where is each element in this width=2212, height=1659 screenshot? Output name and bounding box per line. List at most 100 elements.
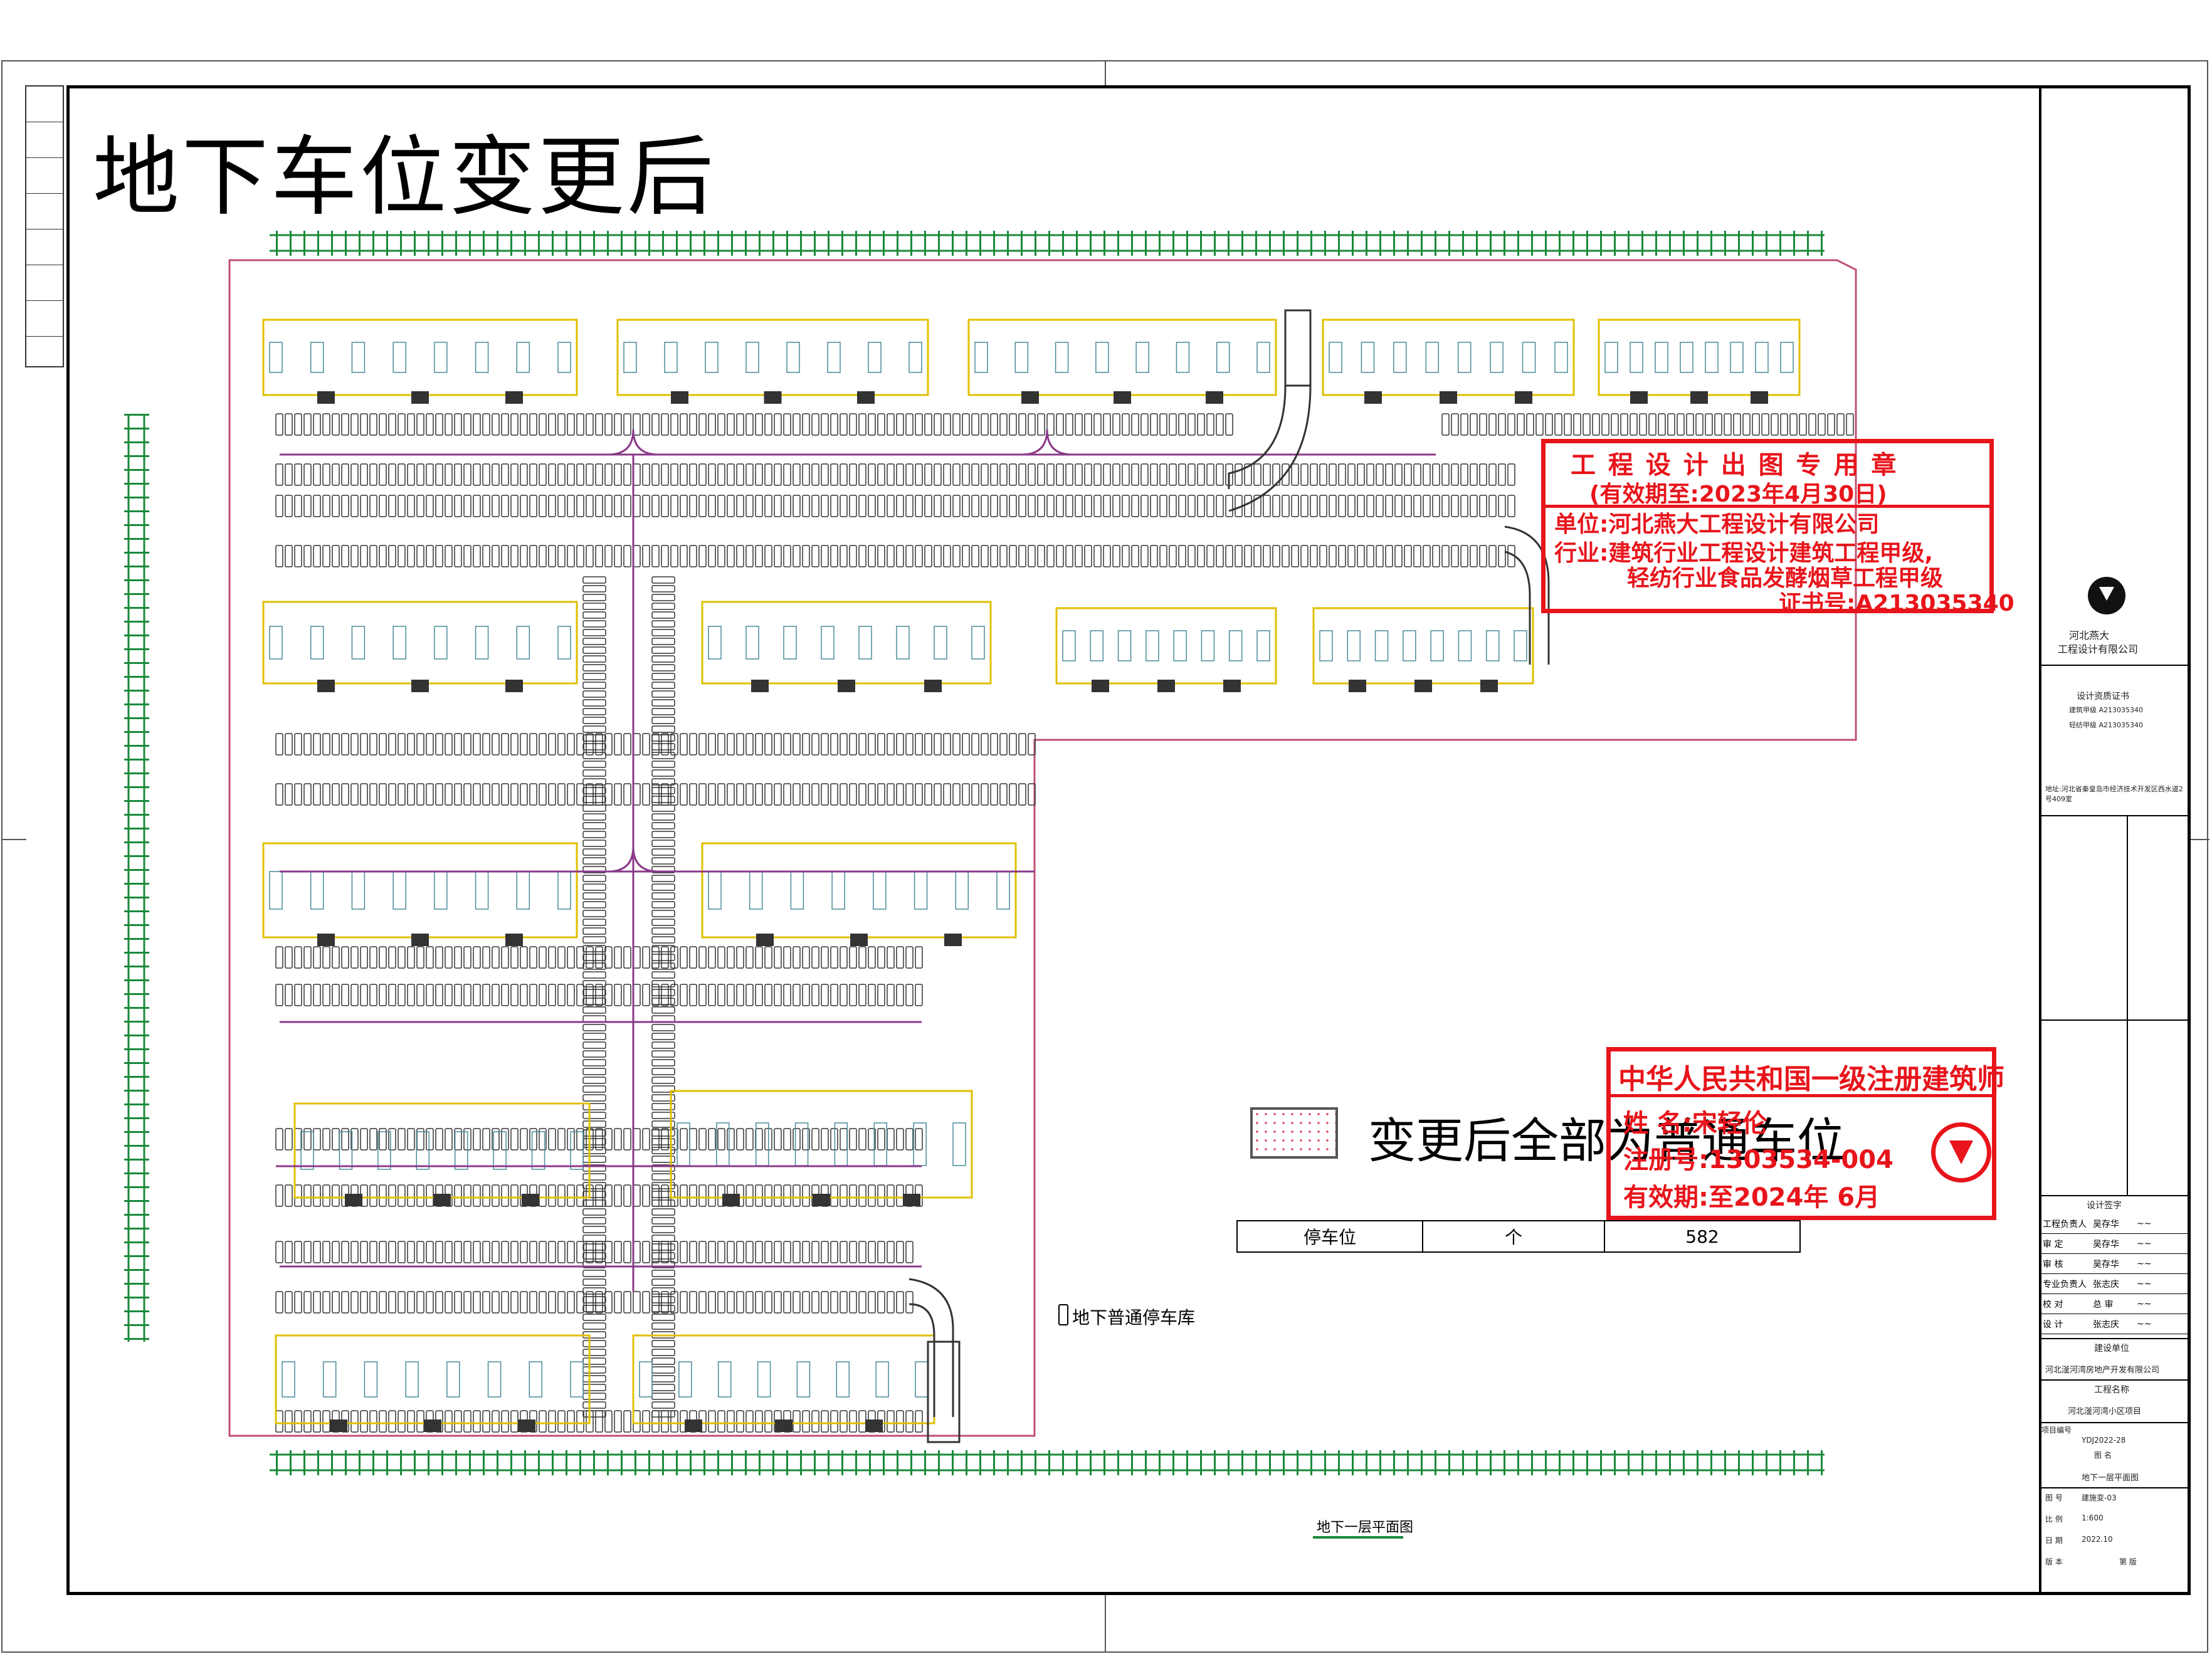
parking-space: [680, 783, 688, 806]
parking-space: [501, 1128, 509, 1151]
parking-space: [1573, 413, 1581, 436]
parking-space: [350, 495, 359, 517]
dimension-tick: [124, 690, 149, 692]
dimension-tick: [621, 1450, 623, 1475]
parking-space: [802, 463, 810, 486]
parking-space: [651, 980, 675, 988]
parking-space: [736, 783, 744, 806]
parking-space: [896, 463, 904, 486]
parking-space: [582, 734, 606, 742]
parking-space: [294, 1410, 302, 1433]
parking-space: [398, 463, 406, 486]
parking-space: [567, 946, 575, 969]
parking-space: [473, 733, 481, 756]
dimension-tick: [524, 231, 526, 256]
parking-space: [952, 463, 961, 486]
parking-space: [416, 413, 424, 436]
dimension-tick: [1035, 1450, 1036, 1475]
parking-space: [482, 1128, 490, 1151]
parking-space: [651, 989, 675, 996]
dimension-tick: [1324, 1450, 1326, 1475]
dimension-tick: [635, 231, 636, 256]
parking-space: [463, 946, 471, 969]
parking-space: [1498, 463, 1506, 486]
parking-space: [698, 495, 707, 517]
parking-space: [774, 1241, 782, 1263]
parking-space: [1366, 495, 1374, 517]
parking-space: [717, 413, 725, 436]
parking-space: [350, 413, 359, 436]
parking-space: [285, 545, 293, 567]
parking-space: [445, 1410, 453, 1433]
dimension-tick: [510, 1450, 512, 1475]
unit-room: [1256, 630, 1270, 661]
parking-space: [698, 984, 707, 1006]
unit-room: [1514, 630, 1527, 661]
dimension-tick: [1628, 1450, 1630, 1475]
parking-space: [755, 545, 763, 567]
dimension-tick: [566, 231, 567, 256]
dimension-tick: [483, 231, 485, 256]
parking-space: [1188, 545, 1196, 567]
parking-space: [582, 769, 606, 777]
parking-space: [999, 463, 1008, 486]
parking-space: [294, 463, 302, 486]
parking-space: [445, 463, 453, 486]
parking-space: [830, 463, 838, 486]
dimension-tick: [400, 231, 402, 256]
parking-space: [388, 733, 396, 756]
parking-space: [793, 783, 801, 806]
parking-space: [369, 1128, 377, 1151]
parking-space: [811, 1128, 819, 1151]
parking-space: [1310, 495, 1318, 517]
unit-room: [1755, 342, 1769, 373]
parking-space: [1009, 733, 1017, 756]
parking-space: [1103, 545, 1111, 567]
parking-space: [811, 984, 819, 1006]
dimension-tick: [800, 1450, 802, 1475]
parking-space: [595, 413, 603, 436]
basement-floor-plan: [124, 231, 1857, 1475]
parking-space: [482, 733, 490, 756]
stair-core: [671, 391, 688, 404]
parking-space: [651, 1085, 675, 1093]
parking-space: [1648, 413, 1656, 436]
parking-space: [793, 463, 801, 486]
unit-room: [434, 342, 448, 373]
parking-space: [708, 545, 716, 567]
unit-room: [1780, 342, 1794, 373]
parking-space: [651, 945, 675, 952]
parking-space: [651, 690, 675, 698]
unit-room: [516, 626, 530, 660]
parking-space: [303, 545, 312, 567]
parking-space: [896, 1241, 904, 1263]
building-outline: [1598, 319, 1801, 396]
parking-space: [582, 989, 606, 996]
parking-space: [482, 1291, 490, 1314]
parking-space: [1018, 413, 1026, 436]
parking-space: [275, 463, 283, 486]
parking-space: [1488, 495, 1497, 517]
tb-divider-4: [2039, 1195, 2191, 1196]
dimension-tick: [1641, 231, 1643, 256]
parking-space: [887, 984, 895, 1006]
unit-room: [282, 1361, 295, 1398]
dimension-tick: [372, 1450, 374, 1475]
parking-space: [595, 783, 603, 806]
parking-space: [614, 463, 622, 486]
dimension-tick: [538, 1450, 540, 1475]
parking-space: [360, 984, 368, 1006]
top-dimension-strip: [270, 234, 1825, 252]
parking-space: [1159, 463, 1167, 486]
parking-space: [582, 945, 606, 952]
parking-space: [435, 463, 443, 486]
parking-space: [915, 946, 923, 969]
parking-space: [896, 783, 904, 806]
signer-name: 吴存华: [2093, 1239, 2119, 1250]
parking-space: [369, 733, 377, 756]
parking-space: [426, 1184, 434, 1207]
parking-space: [1028, 783, 1036, 806]
parking-space: [633, 946, 641, 969]
parking-count-table: 停车位 个 582: [1236, 1220, 1801, 1253]
plan-label-underline: [1313, 1536, 1403, 1539]
